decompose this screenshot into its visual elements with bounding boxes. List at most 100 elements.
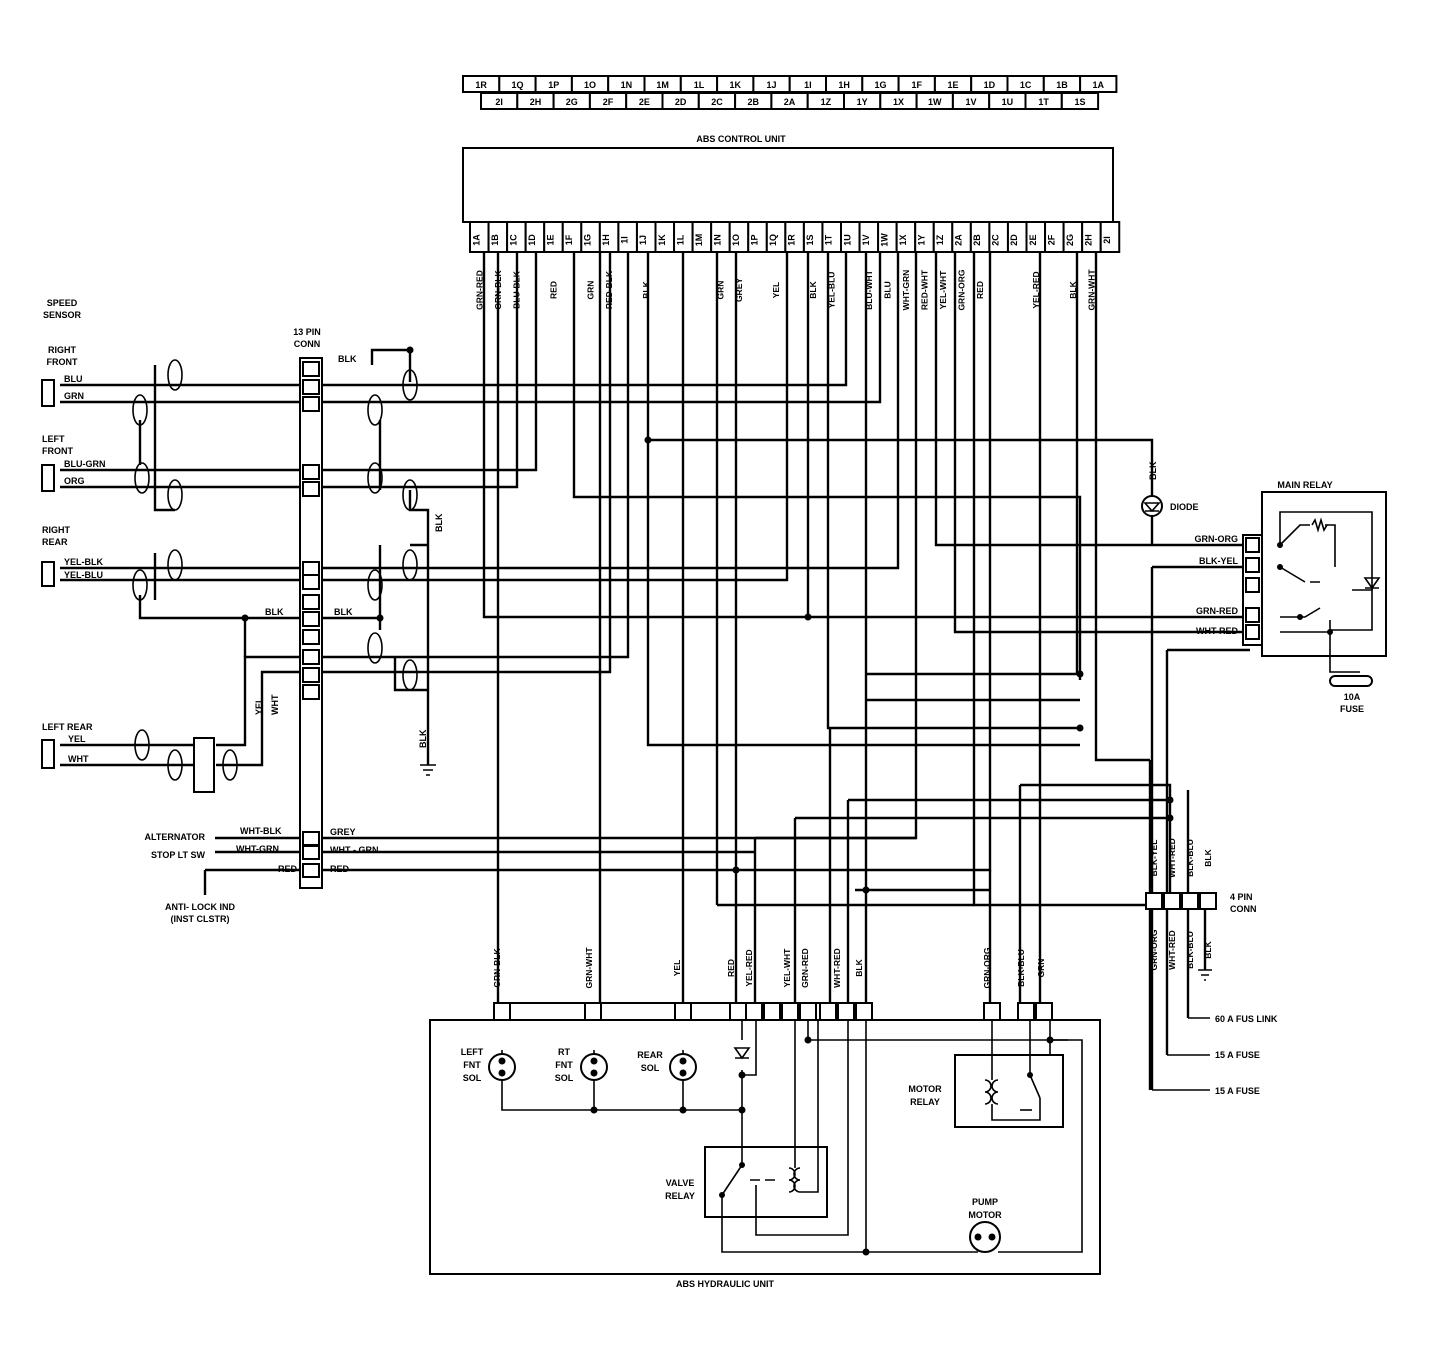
control-unit-pin-label: 1I	[620, 236, 630, 244]
pump-motor-icon	[969, 1221, 1001, 1253]
control-unit-pin-label: 1M	[694, 234, 704, 247]
hydraulic-unit-connector	[493, 1002, 1053, 1021]
wire-label-wht: WHT	[270, 694, 280, 715]
conn13-cavity	[302, 831, 320, 846]
hydraulic-unit-pin	[674, 1002, 692, 1021]
hydraulic-unit-wire-label: BLK-BLU	[1016, 949, 1026, 987]
right-rear-wire-1: YEL-BLK	[64, 557, 103, 567]
control-unit-pin-label: 1B	[490, 234, 500, 246]
conn13-cavity	[302, 629, 320, 645]
control-unit-pin-label: 2A	[954, 234, 964, 246]
legend-pin-label: 1G	[874, 80, 886, 90]
control-unit-pin-label: 1P	[750, 234, 760, 245]
conn13-cavity	[302, 379, 320, 395]
control-unit-pin-label: 2C	[991, 234, 1001, 246]
legend-pin-label: 2G	[566, 97, 578, 107]
hydraulic-unit-wire-label: GRN-RED	[800, 948, 810, 988]
conn13-cavity	[302, 396, 320, 412]
control-unit-wire-label: GRN-ORG	[957, 269, 967, 310]
valve-relay-label-2: RELAY	[665, 1191, 695, 1201]
wire-label-red: RED	[330, 864, 350, 874]
legend-pin-label: 1U	[1002, 97, 1014, 107]
legend-pin-label: 1J	[767, 80, 777, 90]
legend-pin-label: 2F	[603, 97, 614, 107]
control-unit-pin-label: 1K	[657, 234, 667, 246]
right-rear-wire-2: YEL-BLU	[64, 570, 103, 580]
rt-sol-label-3: SOL	[555, 1073, 574, 1083]
abs-control-unit	[462, 147, 1114, 223]
control-unit-pin-label: 1R	[787, 234, 797, 246]
legend-pin-label: 1F	[911, 80, 922, 90]
hydraulic-unit-wire-label: GRN-ORG	[982, 947, 992, 988]
main-relay-connector	[1242, 534, 1263, 646]
control-unit-pin-label: 1T	[824, 234, 834, 245]
main-relay-wire-4: WHT-RED	[1196, 626, 1238, 636]
control-unit-pin-label: 2B	[972, 234, 982, 246]
legend-pin-label: 2D	[675, 97, 687, 107]
control-unit-pin-label: 2H	[1083, 234, 1093, 246]
wire-label-yel: YEL	[254, 697, 264, 715]
conn4-upper-wire-label: BLK-YEL	[1149, 840, 1159, 877]
conn4-cavity	[1181, 892, 1199, 910]
control-unit-pin-label: 1S	[805, 234, 815, 245]
wire-label-blk-top: BLK	[338, 354, 357, 364]
legend-pin-label: 2I	[495, 97, 503, 107]
legend-pin-label: 1C	[1020, 80, 1032, 90]
stop-lt-sw-wire: WHT-GRN	[236, 844, 279, 854]
control-unit-pin-label: 1V	[861, 234, 871, 245]
legend-pin-label: 1I	[804, 80, 812, 90]
control-unit-pin-label: 1G	[583, 234, 593, 246]
hydraulic-unit-wire-label: BLK	[854, 958, 864, 976]
control-unit-pin-label: 2E	[1028, 234, 1038, 245]
control-unit-pin-label: 1C	[508, 234, 518, 246]
diode-label: DIODE	[1170, 502, 1199, 512]
left-rear-label: LEFT REAR	[42, 722, 93, 732]
control-unit-wire-label: YEL	[771, 282, 781, 299]
control-unit-wire-label: YEL-RED	[1031, 271, 1041, 308]
main-relay-internals	[1277, 511, 1381, 673]
13-pin-connector	[299, 357, 323, 889]
legend-pin-label: 1E	[948, 80, 959, 90]
left-front-label-2: FRONT	[42, 446, 73, 456]
speed-sensor-title-2: SENSOR	[43, 310, 82, 320]
control-unit-wire-label: BLU-WHT	[864, 269, 874, 309]
conn13-cavity	[302, 361, 320, 377]
hydraulic-unit-pin	[763, 1002, 781, 1021]
solenoid-icons	[488, 1047, 751, 1081]
control-unit-pin-label: 1A	[471, 234, 481, 246]
left-sol-label-2: FNT	[463, 1060, 481, 1070]
control-unit-pin-label: 1L	[675, 234, 685, 245]
hydraulic-unit-pin	[855, 1002, 873, 1021]
conn13-cavity	[302, 464, 320, 480]
legend-pin-label: 1M	[656, 80, 669, 90]
shield-twist-icons	[132, 359, 418, 781]
legend-pin-label: 2A	[784, 97, 796, 107]
main-relay-wire-3: GRN-RED	[1196, 606, 1238, 616]
legend-pin-label: 2H	[530, 97, 542, 107]
legend-pin-label: 1D	[984, 80, 996, 90]
control-unit-pin-label: 2F	[1046, 234, 1056, 245]
conn4-lower-wire-label: BLK-BLU	[1185, 931, 1195, 969]
control-unit-pin-label: 1F	[564, 234, 574, 245]
legend-pin-label: 1Z	[821, 97, 832, 107]
right-rear-label-2: REAR	[42, 537, 68, 547]
hydraulic-unit-pin	[1035, 1002, 1053, 1021]
main-relay-cavity	[1245, 624, 1260, 640]
legend-pin-label: 1S	[1074, 97, 1085, 107]
conn13-cavity	[302, 574, 320, 590]
conn4-cavity	[1163, 892, 1181, 910]
rt-sol-label-2: FNT	[555, 1060, 573, 1070]
left-rear-wire-1: YEL	[68, 734, 86, 744]
legend-pin-label: 1Q	[511, 80, 523, 90]
control-unit-wire-label: GRN-WHT	[1086, 269, 1096, 311]
right-rear-label-1: RIGHT	[42, 525, 71, 535]
right-front-label-2: FRONT	[47, 357, 78, 367]
conn13-cavity	[302, 561, 320, 577]
main-relay-cavity	[1245, 577, 1260, 593]
fuse-10a-label-2: FUSE	[1340, 704, 1364, 714]
control-unit-pin-label: 1X	[898, 234, 908, 245]
conn13-cavity	[302, 649, 320, 665]
